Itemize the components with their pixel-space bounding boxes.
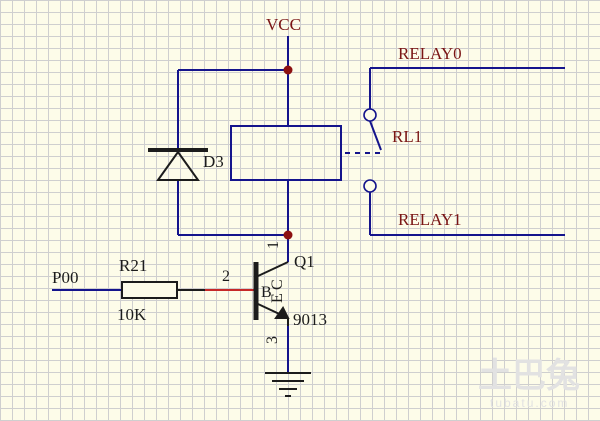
junctions [283,65,293,240]
p00-label: P00 [52,268,78,287]
pin-2-label: 2 [222,268,230,285]
part-9013-label: 9013 [293,310,327,329]
relay-contact-top [363,108,377,122]
r21-value-label: 10K [117,305,147,324]
diode-triangle [156,150,200,181]
watermark: 土巴兔 tubatu.com [478,357,580,410]
watermark-logo: 土巴兔 [478,357,580,395]
relay1-label: RELAY1 [398,210,462,229]
transistor-collector [257,261,289,277]
relay-contact-bottom [363,179,377,193]
pin-3-label: 3 [264,336,281,344]
relay-contacts [345,108,382,193]
pin-e-label: E [269,293,286,303]
resistor-body [121,281,178,299]
pin-b-label: B [261,284,272,301]
ground-symbol [265,372,311,397]
emitter-arrow [274,306,290,319]
relay-switch-arm [369,120,382,151]
resistor-r21 [121,281,256,299]
watermark-url: tubatu.com [490,396,569,410]
vcc-label: VCC [266,15,301,34]
relay-coil [230,125,342,181]
junction-vcc [283,65,293,75]
pin-c-label: C [269,279,286,290]
pin-1-label: 1 [265,241,282,249]
wires [52,36,565,372]
q1-label: Q1 [294,252,315,271]
rl1-label: RL1 [392,127,422,146]
d3-label: D3 [203,152,224,171]
r21-label: R21 [119,256,147,275]
relay0-label: RELAY0 [398,44,462,63]
junction-collector [283,230,293,240]
transistor-q1 [253,261,290,326]
diode-d3 [148,148,208,181]
